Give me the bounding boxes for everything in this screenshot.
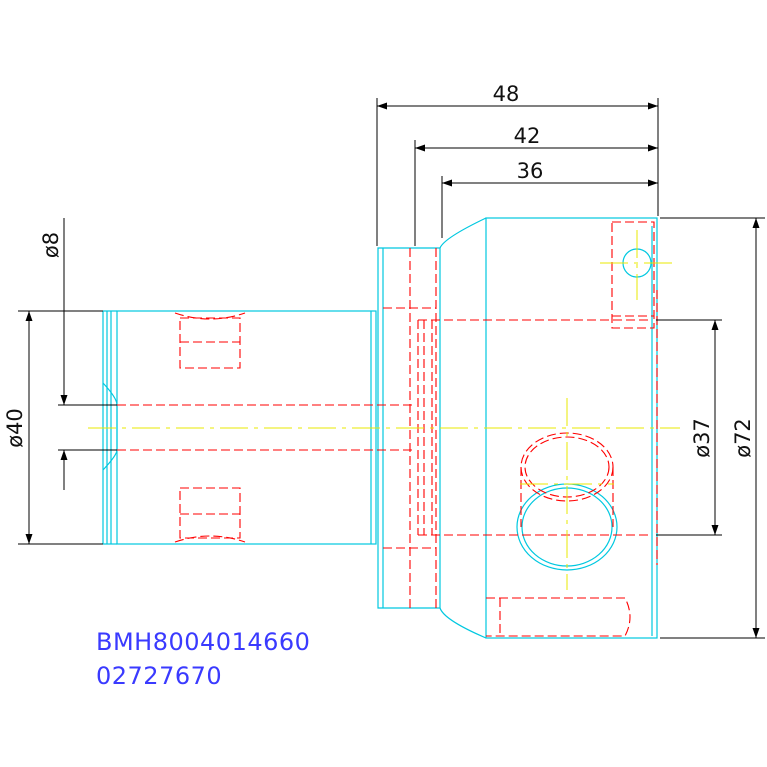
dim-36-label: 36 (517, 159, 544, 183)
dim-d37-label: ø37 (690, 418, 714, 458)
dim-42-label: 42 (514, 124, 541, 148)
part-code: 02727670 (96, 662, 222, 690)
dimension-lines (18, 98, 765, 639)
dim-d8-label: ø8 (39, 232, 63, 258)
dim-d72-label: ø72 (731, 418, 755, 458)
dim-d40-label: ø40 (3, 408, 27, 448)
center-lines (88, 230, 680, 590)
part-number: BMH8004014660 (96, 628, 310, 656)
hidden-lines (117, 221, 658, 637)
dim-48-label: 48 (493, 82, 520, 106)
